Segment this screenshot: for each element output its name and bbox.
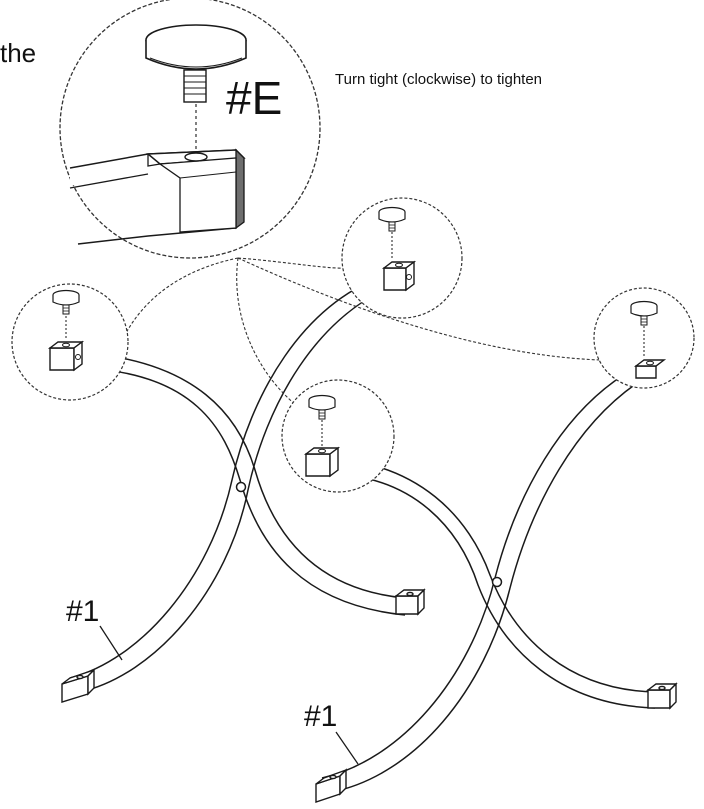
right-frame-foot-left — [315, 768, 347, 803]
detail-circle-right — [593, 287, 695, 389]
part-e-label: #E — [226, 72, 282, 124]
right-frame — [319, 367, 656, 793]
right-frame-foot-right — [645, 682, 678, 710]
part-1-leader-right — [335, 731, 359, 765]
detail-circle-large — [59, 0, 321, 259]
left-frame — [69, 271, 409, 693]
part-1-label-right: #1 — [304, 700, 337, 733]
part-1-label-left: #1 — [66, 595, 99, 628]
left-frame-foot-left — [61, 668, 95, 703]
detail-connectors — [119, 257, 601, 413]
detail-circle-top-left — [11, 283, 129, 401]
top-left-text: the — [0, 38, 36, 68]
detail-circle-middle — [281, 379, 395, 493]
detail-circle-upper — [341, 197, 463, 319]
left-frame-foot-right — [393, 588, 426, 616]
part-1-leader-left — [99, 625, 123, 661]
instruction-text: Turn tight (clockwise) to tighten — [335, 71, 542, 88]
